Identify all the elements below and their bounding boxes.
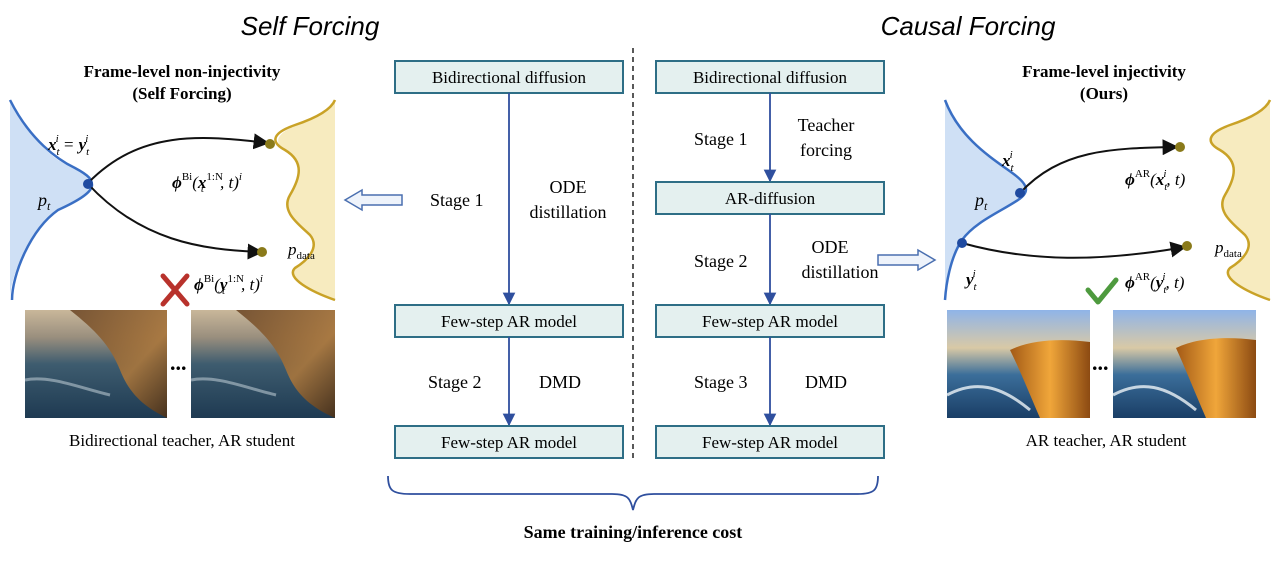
right-box-bidirectional-label: Bidirectional diffusion: [693, 68, 848, 87]
left-arrow-upper: [87, 133, 270, 184]
title-causal-forcing: Causal Forcing: [881, 11, 1056, 41]
right-photo-ellipsis: ...: [1092, 350, 1109, 375]
right-gold-curve: [1209, 99, 1272, 302]
right-photo-1: [946, 310, 1090, 418]
left-hollow-arrow: [343, 188, 403, 212]
right-blue-curve: [943, 99, 1028, 301]
left-ode-line1: ODE: [550, 177, 587, 197]
title-self-forcing: Self Forcing: [241, 11, 380, 41]
left-gold-curve: [274, 99, 337, 302]
left-eq-x-eq-y: xti = yti: [47, 133, 90, 158]
left-box-fewstep-2: [394, 425, 624, 459]
cross-icon: [160, 273, 190, 307]
right-heading-line1: Frame-level injectivity: [1022, 62, 1186, 81]
left-box-fewstep-1-label: Few-step AR model: [441, 312, 577, 331]
right-target-dot-upper: [1175, 142, 1185, 152]
right-caption: AR teacher, AR student: [1026, 431, 1187, 450]
right-arrow-lower: [961, 241, 1187, 259]
right-source-dot-upper: [1015, 188, 1025, 198]
right-ode-line2: distillation: [801, 262, 878, 282]
left-photo-2: [190, 310, 335, 418]
left-gold-distribution: [278, 100, 335, 300]
right-gold-distribution: [1210, 100, 1270, 300]
right-source-dot-lower: [957, 238, 967, 248]
left-target-dot-lower: [257, 247, 267, 257]
right-box-fewstep-2: [655, 425, 885, 459]
right-box-fewstep-2-label: Few-step AR model: [702, 433, 838, 452]
left-pipeline: Bidirectional diffusion Stage 1 ODE dist…: [394, 60, 624, 459]
right-phi-upper: ϕAR(xti, t): [1125, 168, 1186, 193]
bottom-label: Same training/inference cost: [524, 522, 743, 542]
left-photo-1: [24, 310, 167, 418]
right-blue-distribution: [945, 100, 1026, 300]
right-y-label: yti: [964, 268, 978, 293]
right-photo-2: [1112, 310, 1256, 418]
right-box-ar-diffusion-label: AR-diffusion: [725, 189, 816, 208]
left-p-data: pdata: [287, 240, 315, 262]
right-box-fewstep-1: [655, 304, 885, 338]
right-teacher-line2: forcing: [800, 140, 852, 160]
left-blue-distribution: [10, 100, 92, 300]
left-box-bidirectional-label: Bidirectional diffusion: [432, 68, 587, 87]
left-target-dot-upper: [265, 139, 275, 149]
right-dmd-label: DMD: [805, 372, 847, 392]
right-p-data: pdata: [1214, 238, 1242, 260]
left-box-fewstep-2-label: Few-step AR model: [441, 433, 577, 452]
left-source-dot: [83, 179, 93, 189]
right-stage2-label: Stage 2: [694, 251, 748, 271]
right-arrow-upper: [1019, 139, 1179, 194]
right-x-label: xti: [1001, 149, 1015, 174]
right-box-bidirectional: [655, 60, 885, 94]
right-phi-lower: ϕAR(yti, t): [1125, 271, 1185, 296]
right-ode-line1: ODE: [812, 237, 849, 257]
left-stage2-label: Stage 2: [428, 372, 482, 392]
right-box-fewstep-1-label: Few-step AR model: [702, 312, 838, 331]
left-heading-line1: Frame-level non-injectivity: [84, 62, 281, 81]
left-photo-ellipsis: ...: [170, 350, 187, 375]
check-icon: [1085, 277, 1119, 305]
right-hollow-arrow: [877, 248, 937, 272]
left-dmd-label: DMD: [539, 372, 581, 392]
left-arrow-lower: [87, 183, 264, 260]
right-pipeline: Bidirectional diffusion Stage 1 Teacher …: [655, 60, 885, 459]
left-caption: Bidirectional teacher, AR student: [69, 431, 295, 450]
right-stage1-label: Stage 1: [694, 129, 748, 149]
left-heading-line2: (Self Forcing): [132, 84, 231, 103]
right-target-dot-lower: [1182, 241, 1192, 251]
right-teacher-line1: Teacher: [798, 115, 855, 135]
right-heading-line2: (Ours): [1080, 84, 1128, 103]
left-stage1-label: Stage 1: [430, 190, 484, 210]
bottom-brace: [387, 475, 879, 511]
right-stage3-label: Stage 3: [694, 372, 748, 392]
left-ode-line2: distillation: [529, 202, 606, 222]
